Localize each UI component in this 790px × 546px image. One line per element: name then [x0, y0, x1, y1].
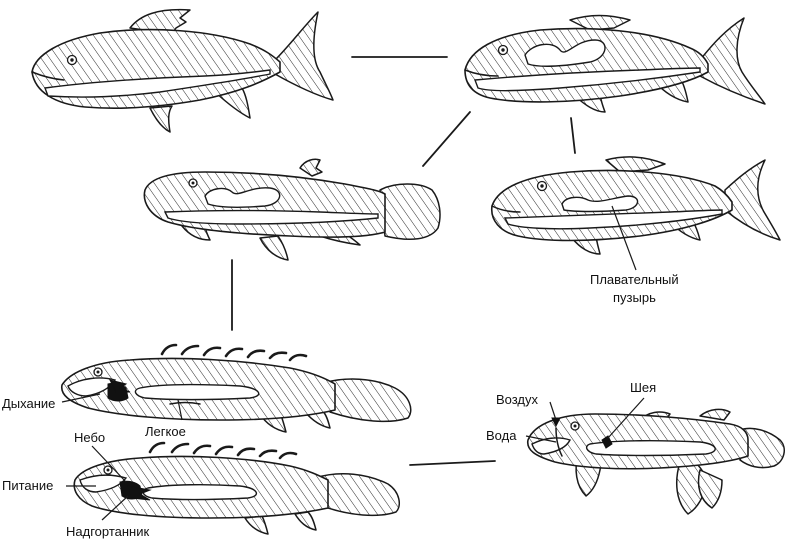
dorsal-fin — [299, 158, 323, 177]
label-lung: Легкое — [145, 424, 186, 439]
gut-band — [44, 69, 271, 98]
tail-fin — [319, 378, 412, 423]
anal-fin — [214, 87, 251, 119]
labels: Плавательный пузырь Дыхание Легкое Небо … — [2, 272, 679, 539]
mouth-cavity — [67, 377, 117, 397]
dorsal-spines — [148, 441, 298, 460]
lung — [134, 384, 260, 401]
connector-lines — [231, 56, 576, 466]
label-feeding: Питание — [2, 478, 53, 493]
mouth-cavity — [79, 474, 128, 493]
pelvic-fin — [259, 235, 289, 261]
fish-ancestral-bony — [31, 8, 334, 133]
pelvic-fin — [244, 515, 269, 535]
connector-fish2-fish3 — [422, 111, 471, 167]
label-air: Воздух — [496, 392, 539, 407]
dorsal-fin — [605, 156, 666, 173]
lung-sac — [204, 187, 281, 209]
leader-breathing — [61, 393, 101, 403]
mouth-cavity — [531, 437, 571, 455]
food-arrow — [127, 485, 152, 501]
lung-lobe-line — [169, 401, 201, 405]
label-swim-bladder-1: Плавательный — [590, 272, 679, 287]
label-swim-bladder-2: пузырь — [613, 290, 656, 305]
pupil — [106, 468, 110, 472]
tail-fin — [379, 183, 441, 241]
pupil — [70, 58, 74, 62]
swim-bladder — [561, 195, 639, 213]
label-palate: Небо — [74, 430, 105, 445]
leader-palate — [91, 445, 127, 483]
lung — [142, 483, 258, 501]
fish-lobe-finned — [143, 158, 441, 261]
tail-fin — [314, 473, 401, 517]
fish-feeding — [73, 441, 401, 535]
swim-bladder-leader — [611, 205, 637, 271]
lung — [585, 440, 716, 457]
hind-limb-2 — [697, 469, 723, 509]
pupil — [573, 424, 577, 428]
dorsal-fin — [129, 8, 191, 35]
pupil — [191, 181, 195, 185]
dorsal-spines — [160, 343, 308, 362]
mouth-line — [31, 71, 65, 81]
air-arrowhead — [551, 417, 561, 428]
water-stream — [555, 427, 563, 457]
label-breathing: Дыхание — [2, 396, 55, 411]
mouth-line — [464, 69, 499, 77]
tail-fin — [724, 159, 781, 241]
gut-band — [474, 67, 701, 92]
dorsal-crest-2 — [699, 408, 731, 421]
tail-fin — [699, 17, 766, 105]
pupil — [501, 48, 505, 52]
label-water: Вода — [486, 428, 517, 443]
anal-fin — [294, 511, 317, 531]
label-epiglottis: Надгортанник — [66, 524, 149, 539]
tail-fin — [739, 427, 785, 469]
leader-neck — [607, 397, 645, 439]
gut-band — [163, 209, 379, 225]
dorsal-fin — [569, 14, 631, 31]
leader-epiglottis — [101, 495, 129, 521]
leader-lung — [177, 399, 183, 421]
pupil — [96, 370, 100, 374]
connector-fish2-fish4 — [570, 117, 576, 154]
gut-band — [503, 209, 723, 230]
lung-sac — [524, 39, 606, 67]
connector-fish6-fish7 — [409, 460, 496, 466]
fish-tetrapod-like — [526, 408, 785, 515]
neck-dark — [601, 435, 613, 449]
label-leaders — [61, 393, 645, 521]
mouth-line — [491, 205, 521, 213]
pupil — [540, 184, 544, 188]
tail-fin — [274, 11, 334, 101]
fish-with-lung — [464, 14, 766, 113]
air-arrow — [109, 379, 131, 393]
leader-air — [549, 401, 557, 421]
pelvic-fin — [149, 105, 173, 133]
leader-water — [525, 435, 557, 443]
fish-breathing — [61, 343, 412, 433]
label-neck: Шея — [630, 380, 656, 395]
fish-with-swim-bladder — [491, 156, 781, 271]
